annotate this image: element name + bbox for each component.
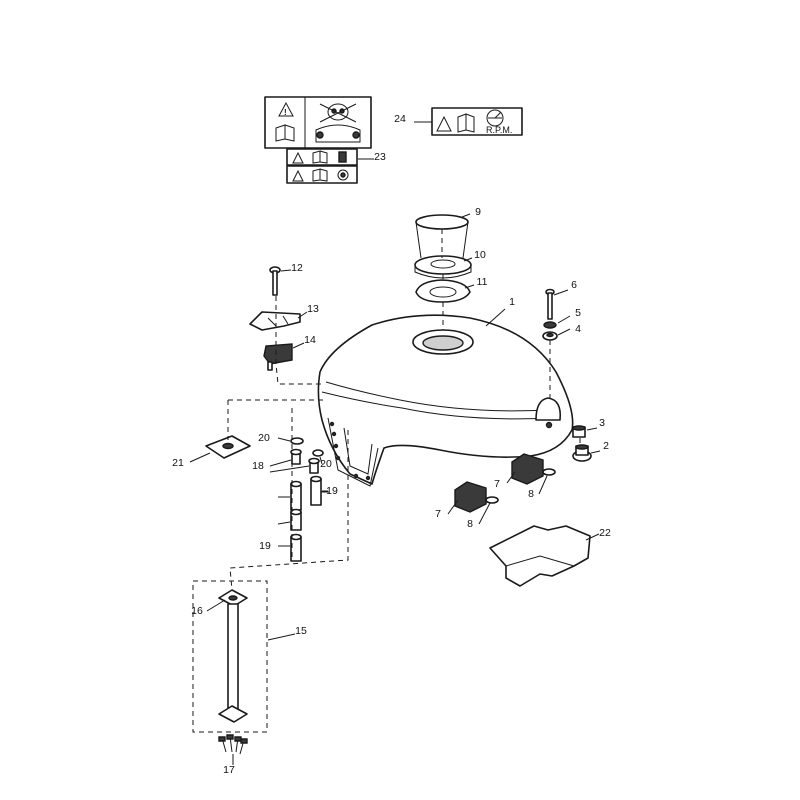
tube-26	[290, 480, 302, 511]
warning-triangle-icon: !	[278, 101, 294, 117]
warning-label-24: R.P.M.	[431, 107, 523, 136]
manual-book-icon	[312, 150, 328, 182]
callout-22: 22	[599, 527, 611, 539]
plate-21	[205, 435, 251, 459]
fuel-cap-icon	[337, 169, 349, 181]
fuel-tank-1	[317, 314, 574, 487]
callout-20: 20	[320, 458, 332, 470]
warning-label-23	[286, 148, 358, 184]
callout-10: 10	[474, 249, 486, 261]
callout-14: 14	[304, 334, 316, 346]
warning-label-large: !	[264, 96, 372, 149]
rpm-label: R.P.M.	[486, 125, 512, 135]
callout-leaders	[189, 121, 601, 765]
callout-7: 7	[494, 478, 500, 490]
rubber-block-7-left	[454, 481, 487, 513]
callout-18: 18	[252, 460, 264, 472]
clip-20-right	[312, 449, 324, 457]
warning-triangle-icon	[436, 115, 452, 132]
spacer-3	[572, 425, 586, 438]
heat-shield-22	[489, 525, 591, 587]
callout-23: 23	[374, 151, 386, 163]
svg-text:!: !	[284, 108, 287, 117]
tube-19-left	[290, 533, 302, 562]
pin-18-left	[290, 448, 302, 465]
callout-6: 6	[571, 279, 577, 291]
callout-24: 24	[394, 113, 406, 125]
callout-numbers: 1234567788910111213141516171819192020212…	[172, 113, 611, 776]
manual-book-icon	[275, 124, 295, 142]
pin-18-right	[308, 457, 320, 474]
bolt-6	[545, 288, 555, 320]
callout-2: 2	[603, 440, 609, 452]
callout-1: 1	[509, 296, 515, 308]
washer-5	[543, 321, 557, 329]
callout-8: 8	[467, 518, 473, 530]
tube-27	[290, 508, 302, 531]
tank-underside-flange	[327, 417, 379, 487]
pipe-assembly-15	[218, 589, 248, 723]
callout-8: 8	[528, 488, 534, 500]
manual-book-icon	[457, 113, 475, 133]
bracket-13	[249, 311, 301, 331]
callout-20: 20	[258, 432, 270, 444]
grommet-2	[572, 444, 592, 462]
callout-19: 19	[326, 485, 338, 497]
bolt-12	[269, 266, 281, 296]
callout-15: 15	[295, 625, 307, 637]
washer-8-right	[542, 468, 556, 476]
callout-3: 3	[599, 417, 605, 429]
tube-19-right	[310, 475, 322, 506]
rubber-block-7-right	[511, 453, 544, 485]
clip-20-left	[290, 437, 304, 445]
filler-seal-9	[415, 214, 469, 259]
assembly-dashed-lines	[192, 229, 581, 733]
fuel-pump-icon	[338, 151, 347, 163]
callout-17: 17	[223, 764, 235, 776]
warning-triangle-icon	[292, 151, 304, 182]
skull-danger-icon	[315, 103, 361, 143]
callout-4: 4	[575, 323, 581, 335]
callout-19: 19	[259, 540, 271, 552]
callout-13: 13	[307, 303, 319, 315]
callout-7: 7	[435, 508, 441, 520]
washer-8-left	[485, 496, 499, 504]
screws-17	[218, 734, 248, 755]
bracket-14	[263, 343, 293, 371]
callout-9: 9	[475, 206, 481, 218]
callout-16: 16	[191, 605, 203, 617]
tachometer-icon	[486, 109, 504, 127]
rubber-4	[542, 331, 558, 341]
callout-12: 12	[291, 262, 303, 274]
filler-gasket-11	[415, 279, 471, 303]
callout-11: 11	[477, 276, 488, 288]
callout-21: 21	[172, 457, 184, 469]
tank-rear-mount	[535, 397, 562, 429]
callout-5: 5	[575, 307, 581, 319]
